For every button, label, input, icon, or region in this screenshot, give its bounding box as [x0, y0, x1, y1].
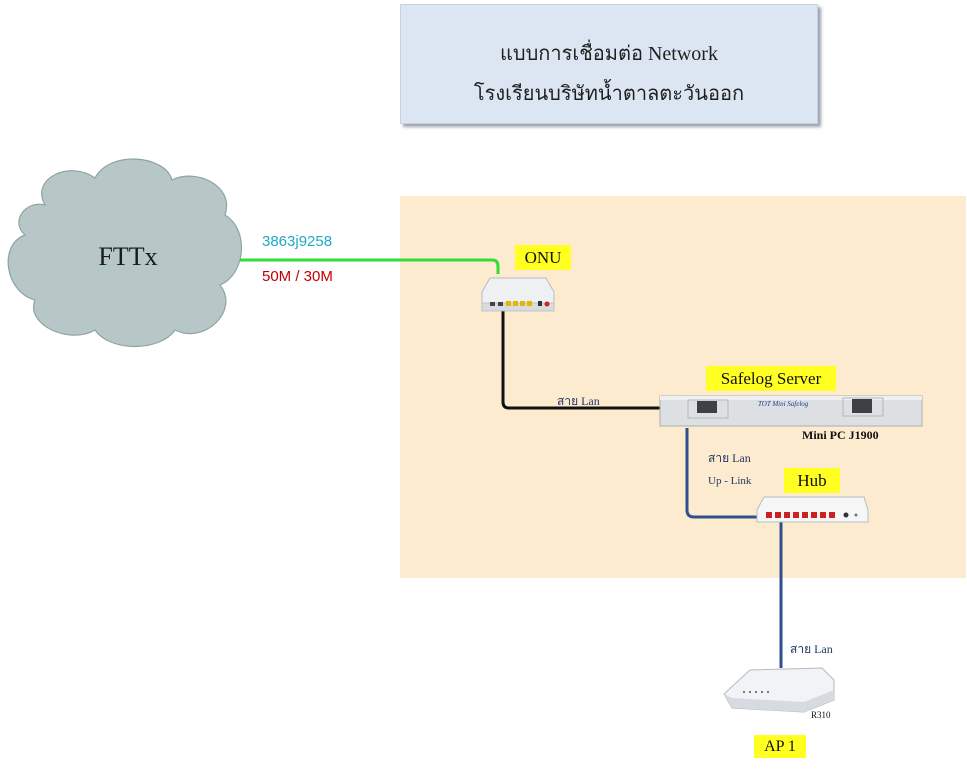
ap-label: AP 1 [754, 735, 806, 758]
speed-label: 50M / 30M [262, 268, 333, 285]
lan-cable-onu-server [501, 310, 660, 410]
title-line-1: แบบการเชื่อมต่อ Network [500, 43, 718, 65]
server-brand-text: TOT Mini Safelog [758, 400, 809, 408]
server-label: Safelog Server [706, 366, 836, 391]
onu-label: ONU [515, 245, 571, 270]
uplink-label: Up - Link [708, 475, 752, 487]
cable-label-onu-server-text: สาย Lan [557, 394, 600, 408]
title-line-2: โรงเรียนบริษัทน้ำตาลตะวันออก [473, 83, 745, 105]
cable-label-hub-ap: สาย Lan [790, 642, 833, 656]
server-device [659, 395, 923, 427]
server-model-label: Mini PC J1900 [802, 428, 879, 442]
uplink-cable-server-hub [685, 428, 760, 519]
circuit-id-label: 3863j9258 [262, 233, 333, 250]
hub-label: Hub [784, 468, 840, 493]
fttx-cloud [7, 158, 243, 347]
hub-device [756, 496, 869, 523]
fiber-line [240, 258, 500, 274]
cable-label-server-hub: สาย Lan [708, 451, 751, 465]
ap-model-label: R310 [811, 710, 831, 720]
onu-device [481, 277, 555, 312]
fttx-label: FTTx [98, 242, 158, 271]
title-box: แบบการเชื่อมต่อ Network โรงเรียนบริษัทน้… [400, 4, 818, 124]
access-point-device [723, 667, 835, 713]
cable-label-onu-server: สาย Lan [557, 392, 600, 411]
